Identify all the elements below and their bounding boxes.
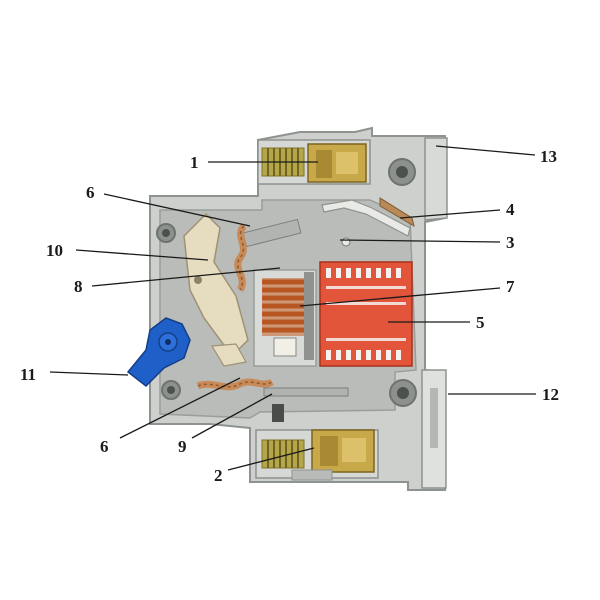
- leader-13: [435, 145, 536, 156]
- bimetal-strip: [321, 197, 415, 247]
- magnetic-coil: [253, 269, 317, 367]
- arc-chute: [319, 261, 413, 367]
- leader-lines: [49, 145, 536, 471]
- label-3: 3: [506, 233, 515, 252]
- label-13: 13: [540, 147, 557, 166]
- label-10: 10: [46, 241, 63, 260]
- leader-3: [339, 239, 501, 243]
- label-7: 7: [506, 277, 515, 296]
- leader-6-top: [103, 193, 251, 227]
- label-12: 12: [542, 385, 559, 404]
- leader-8: [91, 267, 281, 287]
- label-9: 9: [178, 437, 187, 456]
- label-8: 8: [74, 277, 83, 296]
- toggle-handle: [126, 317, 191, 387]
- copper-braid-bottom: [196, 378, 274, 391]
- leader-10: [75, 249, 209, 261]
- label-6-bottom: 6: [100, 437, 109, 456]
- copper-braid-top: [234, 223, 247, 292]
- leader-2: [227, 447, 315, 471]
- label-6-top: 6: [86, 183, 95, 202]
- leader-7: [299, 287, 501, 307]
- label-4: 4: [506, 200, 515, 219]
- contact-strip: [263, 387, 349, 422]
- mechanism: [183, 212, 302, 367]
- callout-labels: 1 13 6 4 3 10 8 7 5 11 12 6 9 2: [20, 147, 559, 485]
- label-2: 2: [214, 466, 223, 485]
- label-1: 1: [190, 153, 199, 172]
- leader-4: [399, 209, 501, 219]
- leader-9: [191, 393, 273, 439]
- label-11: 11: [20, 365, 36, 384]
- bottom-terminal: [255, 429, 379, 481]
- label-5: 5: [476, 313, 485, 332]
- leader-11: [49, 371, 129, 376]
- leader-6-bottom: [119, 377, 241, 439]
